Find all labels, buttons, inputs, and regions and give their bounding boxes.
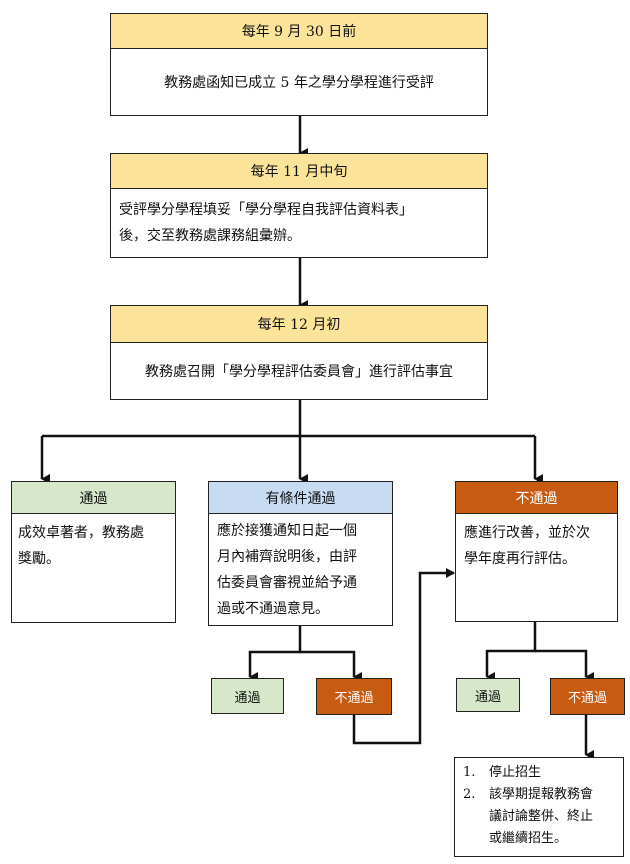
- step1-body-text: 教務處函知已成立 5 年之學分學程進行受評: [164, 75, 434, 91]
- outcome-pass-body: 成效卓著者，教務處 獎勵。: [11, 513, 176, 623]
- outcome-pass-header-text: 通過: [79, 490, 108, 507]
- final-item-1-num: 1.: [463, 765, 476, 780]
- outcome-conditional-body: 應於接獲通知日起一個 月內補齊說明後，由評 估委員會審視並給予通 過或不通過意見…: [208, 513, 393, 626]
- step3-body: 教務處召開「學分學程評估委員會」進行評估事宜: [110, 342, 488, 400]
- final-item-2-line1: 該學期提報教務會: [489, 787, 594, 802]
- fail-sub-connector-right: [535, 649, 594, 682]
- step1-header: 每年 9 月 30 日前: [110, 13, 488, 49]
- step2-header: 每年 11 月中旬: [110, 153, 488, 189]
- outcome-pass-line1: 成效卓著者，教務處: [18, 525, 144, 541]
- conditional-sub-fail-text: 不通過: [334, 691, 374, 706]
- step3-header-text: 每年 12 月初: [257, 317, 341, 333]
- outcome-conditional-header: 有條件通過: [208, 481, 393, 514]
- fail-sub-fail-text: 不通過: [567, 691, 607, 706]
- final-item-2-line3: 或繼續招生。: [489, 831, 568, 846]
- final-item-1: 1. 停止招生: [463, 762, 621, 784]
- step2-body: 受評學分學程填妥「學分學程自我評估資料表」 後，交至教務處課務組彙辦。: [110, 188, 488, 258]
- outcome-conditional-line2: 月內補齊說明後，由評: [217, 549, 357, 565]
- outcome-fail-body: 應進行改善，並於次 學年度再行評估。: [455, 513, 618, 622]
- outcome-conditional-line3: 估委員會審視並給予通: [217, 575, 357, 591]
- outcome-pass-line2: 獎勵。: [18, 551, 60, 567]
- fail-sub-pass: 通過: [456, 678, 520, 712]
- outcome-conditional-line4: 過或不通過意見。: [217, 601, 329, 617]
- conditional-sub-connector-right: [300, 650, 362, 682]
- fail-sub-pass-text: 通過: [474, 689, 501, 705]
- outcome-conditional-header-text: 有條件通過: [265, 490, 336, 507]
- final-actions-box: 1. 停止招生 2. 該學期提報教務會 議討論整併、終止 或繼續招生。: [454, 757, 624, 857]
- step2-header-text: 每年 11 月中旬: [250, 164, 348, 180]
- step3-header: 每年 12 月初: [110, 305, 488, 343]
- step3-body-text: 教務處召開「學分學程評估委員會」進行評估事宜: [145, 364, 453, 380]
- step1-header-text: 每年 9 月 30 日前: [241, 24, 357, 40]
- outcome-fail-line1: 應進行改善，並於次: [464, 525, 590, 541]
- step2-body-line1: 受評學分學程填妥「學分學程自我評估資料表」: [119, 202, 413, 218]
- conditional-sub-pass: 通過: [211, 678, 284, 714]
- conditional-sub-pass-text: 通過: [234, 690, 261, 706]
- outcome-conditional-line1: 應於接獲通知日起一個: [217, 523, 357, 539]
- final-item-2: 2. 該學期提報教務會 議討論整併、終止 或繼續招生。: [463, 784, 621, 850]
- conditional-sub-connector: [248, 626, 302, 682]
- outcome-pass-header: 通過: [11, 481, 176, 514]
- outcome-fail-header: 不通過: [455, 481, 618, 514]
- step1-body: 教務處函知已成立 5 年之學分學程進行受評: [110, 48, 488, 116]
- final-item-2-num: 2.: [463, 787, 476, 802]
- final-item-2-line2: 議討論整併、終止: [489, 809, 594, 824]
- step2-body-line2: 後，交至教務處課務組彙辦。: [119, 228, 301, 244]
- outcome-fail-header-text: 不通過: [515, 490, 558, 507]
- conditional-sub-fail: 不通過: [316, 678, 392, 715]
- fail-sub-connector: [485, 622, 537, 682]
- final-item-1-line1: 停止招生: [489, 765, 542, 780]
- fail-sub-fail: 不通過: [550, 678, 625, 715]
- outcome-fail-line2: 學年度再行評估。: [464, 551, 576, 567]
- conditional-fail-to-fail-connector: [352, 568, 455, 745]
